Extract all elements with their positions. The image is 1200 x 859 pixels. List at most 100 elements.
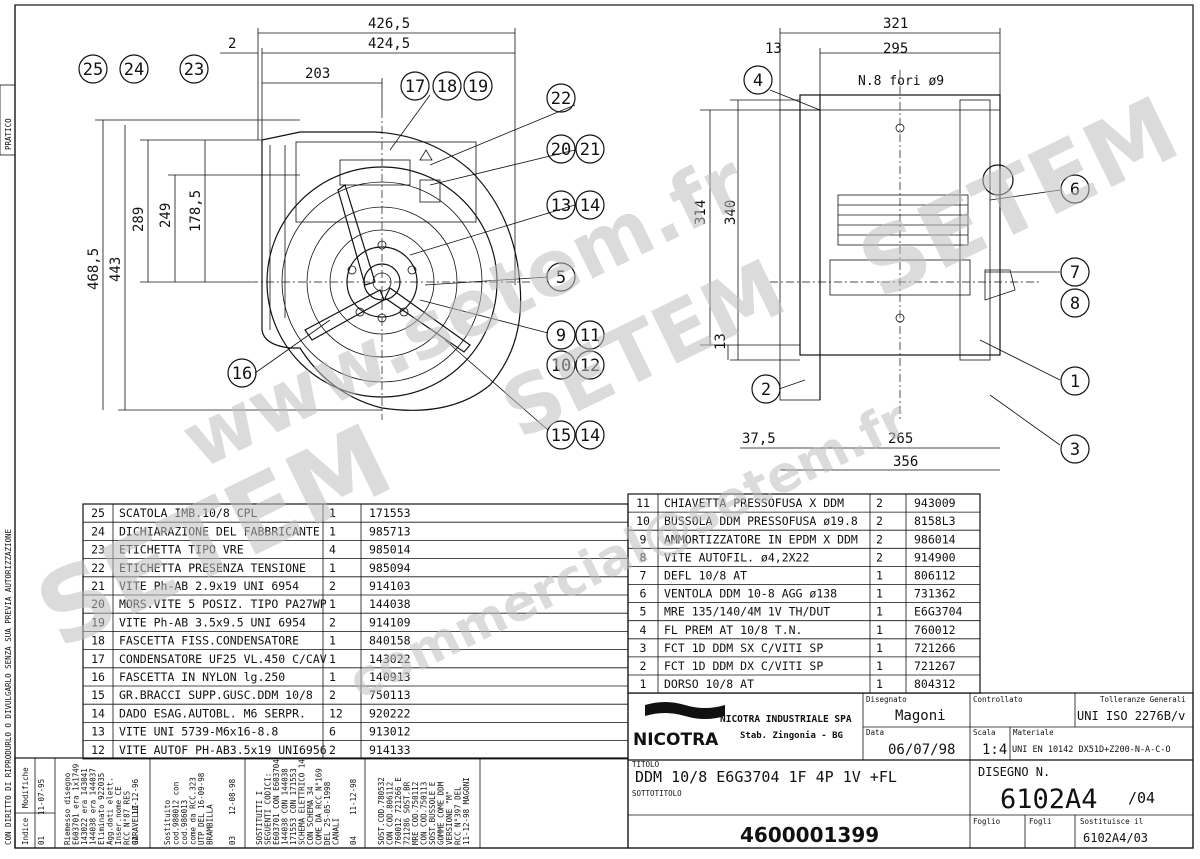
bom-code: 721267	[914, 659, 956, 673]
bom-description: DICHIARAZIONE DEL FABBRICANTE	[119, 524, 320, 538]
tolleranze-value: UNI ISO 2276B/v	[1077, 709, 1185, 723]
bom-description: MRE 135/140/4M 1V TH/DUT	[664, 605, 830, 619]
bom-code: 943009	[914, 496, 956, 510]
balloon-number: 14	[580, 196, 600, 216]
balloon-6: 6	[1060, 174, 1090, 204]
bom-item-no: 25	[91, 506, 105, 520]
revision-text-line: Agg.dati elett.	[106, 777, 115, 845]
bom-quantity: 2	[329, 688, 336, 702]
balloon-9: 9	[546, 320, 576, 350]
bom-item-no: 4	[640, 623, 647, 637]
balloon-number: 21	[580, 140, 600, 160]
bom-description: CONDENSATORE UF25 VL.450 C/CAV	[119, 652, 327, 666]
revision-text-line: GOMME COME DDM	[437, 781, 446, 845]
titolo-value: DDM 10/8 E6G3704 1F 4P 1V +FL	[635, 768, 897, 786]
revision-text-line: CON COD.750113	[420, 782, 429, 845]
balloon-18: 18	[432, 71, 462, 101]
bom-code: 914133	[369, 743, 411, 757]
bom-code: 914109	[369, 615, 411, 629]
dim-443: 443	[108, 257, 124, 282]
revision-text-line: Eliminato 922035	[97, 773, 106, 845]
balloon-number: 24	[124, 60, 144, 80]
bom-description: VENTOLA DDM 10-8 AGG ø138	[664, 587, 837, 601]
bom-quantity: 12	[329, 706, 343, 720]
balloon-5: 5	[546, 262, 576, 292]
dim-203: 203	[305, 66, 330, 82]
nicotra-logo-text: NICOTRA	[633, 730, 719, 750]
bom-item-no: 15	[91, 688, 105, 702]
bom-item-no: 11	[636, 496, 650, 510]
bom-quantity: 2	[876, 532, 883, 546]
balloon-number: 20	[551, 140, 571, 160]
bom-description: VITE Ph-AB 2.9x19 UNI 6954	[119, 579, 299, 593]
balloon-20: 20	[546, 134, 576, 164]
data-value: 06/07/98	[888, 742, 955, 758]
revision-text-line: CANALI	[332, 818, 341, 845]
bom-quantity: 2	[329, 743, 336, 757]
dim-37-5: 37,5	[742, 431, 776, 447]
bom-item-no: 9	[640, 532, 647, 546]
balloon-number: 3	[1070, 440, 1080, 460]
bom-description: SCATOLA IMB.10/8 CPL	[119, 506, 258, 520]
balloon-2: 2	[751, 374, 781, 404]
revision-text-line: CON SCHEMA 34	[306, 786, 315, 845]
balloon-15: 15	[546, 420, 576, 450]
label-disegnato: Disegnato	[866, 695, 907, 704]
balloon-1: 1	[1060, 366, 1090, 396]
balloon-24: 24	[119, 54, 149, 84]
bom-quantity: 2	[876, 514, 883, 528]
balloon-number: 1	[1070, 372, 1080, 392]
balloon-number: 11	[580, 326, 600, 346]
bom-quantity: 1	[329, 561, 336, 575]
label-data: Data	[866, 728, 884, 737]
bom-item-no: 13	[91, 725, 105, 739]
revision-text-line: BRAMBILLA	[206, 804, 215, 845]
bom-item-no: 21	[91, 579, 105, 593]
balloon-number: 17	[405, 77, 425, 97]
balloon-12: 12	[575, 350, 605, 380]
balloon-11: 11	[575, 320, 605, 350]
bom-quantity: 1	[329, 670, 336, 684]
balloon-number: 10	[551, 356, 571, 376]
bom-description: DADO ESAG.AUTOBL. M6 SERPR.	[119, 706, 306, 720]
bom-code: 143022	[369, 652, 411, 666]
bom-item-no: 7	[640, 569, 647, 583]
dim-2: 2	[228, 36, 236, 52]
dim-249: 249	[158, 203, 174, 228]
bom-item-no: 2	[640, 659, 647, 673]
bom-quantity: 6	[329, 725, 336, 739]
bom-code: 750113	[369, 688, 411, 702]
bom-item-no: 16	[91, 670, 105, 684]
balloon-4: 4	[743, 65, 773, 95]
bom-code: 806112	[914, 569, 956, 583]
label-titolo: TITOLO	[632, 760, 660, 769]
balloon-number: 13	[551, 196, 571, 216]
balloon-13: 13	[546, 190, 576, 220]
dim-356: 356	[893, 454, 918, 470]
bom-code: 920222	[369, 706, 411, 720]
revision-text-line: cod.986013	[180, 800, 189, 845]
bom-description: CHIAVETTA PRESSOFUSA X DDM	[664, 496, 844, 510]
bom-description: BUSSOLA DDM PRESSOFUSA ø19.8	[664, 514, 858, 528]
bom-description: VITE AUTOFIL. ø4,2X22	[664, 550, 809, 564]
bom-item-no: 24	[91, 524, 105, 538]
pratico-box	[0, 84, 16, 156]
bom-code: 985014	[369, 543, 411, 557]
bom-code: 914900	[914, 550, 956, 564]
revision-text-line: Sostituito	[163, 799, 172, 845]
revision-text-line: RCC N°397 DEL	[454, 786, 463, 845]
